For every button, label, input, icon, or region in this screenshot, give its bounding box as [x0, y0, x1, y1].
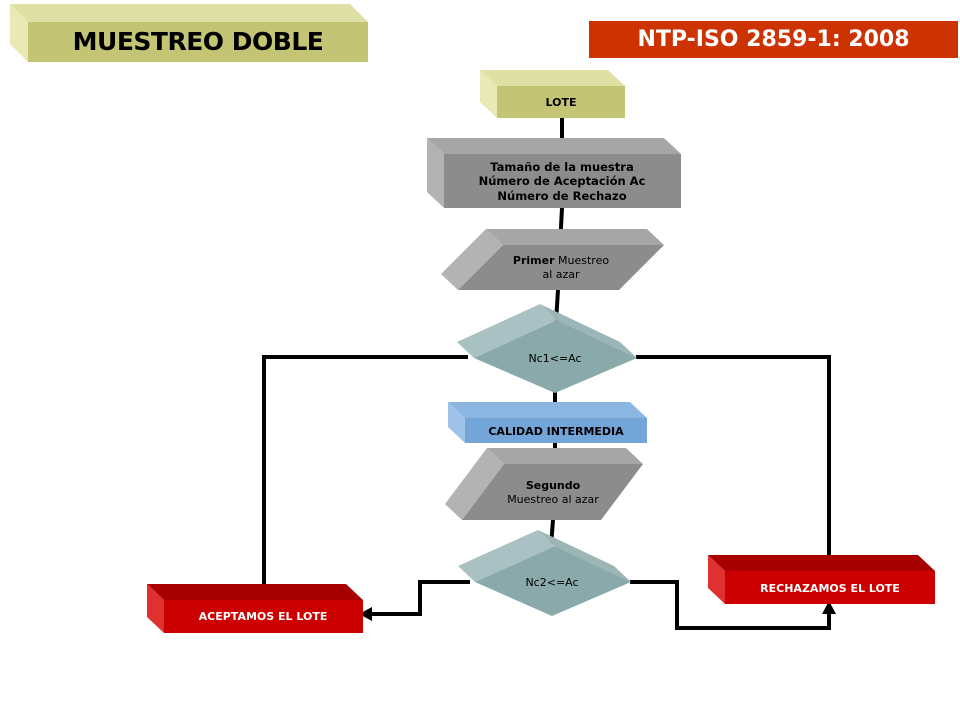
node-reject-lot: RECHAZAMOS EL LOTE	[708, 555, 935, 604]
arrowhead-accept-2	[359, 607, 372, 621]
node-intermediate: CALIDAD INTERMEDIA	[448, 402, 647, 443]
arrowhead-reject-2	[822, 601, 836, 614]
standard-banner: NTP-ISO 2859-1: 2008	[589, 21, 958, 58]
title-bar-shape	[10, 4, 368, 62]
first-sample-line2: al azar	[542, 268, 580, 281]
connector-decision2-reject	[630, 580, 831, 630]
decision-1-label: Nc1<=Ac	[528, 352, 581, 365]
connector-decision1-accept	[262, 355, 468, 588]
node-accept-lot: ACEPTAMOS EL LOTE	[147, 584, 363, 633]
node-second-sample: Segundo Muestreo al azar	[445, 448, 643, 520]
second-sample-line1: Segundo	[526, 479, 581, 492]
first-sample-rest: Muestreo	[555, 254, 610, 267]
page-title: MUESTREO DOBLE	[72, 27, 324, 56]
node-decision-2: Nc2<=Ac	[458, 530, 631, 616]
node-sample-size: Tamaño de la muestra Número de Aceptació…	[427, 138, 681, 208]
first-sample-line1: Primer Muestreo	[513, 254, 609, 267]
accept-lot-label: ACEPTAMOS EL LOTE	[199, 610, 328, 623]
node-first-sample: Primer Muestreo al azar	[441, 229, 664, 290]
sample-size-line1: Tamaño de la muestra	[490, 160, 633, 174]
reject-lot-label: RECHAZAMOS EL LOTE	[760, 582, 900, 595]
first-sample-bold: Primer	[513, 254, 555, 267]
decision-2-label: Nc2<=Ac	[525, 576, 578, 589]
second-sample-line2: Muestreo al azar	[507, 493, 599, 506]
node-lote-label: LOTE	[546, 96, 577, 109]
sample-size-line2: Número de Aceptación Ac	[479, 174, 646, 188]
node-lote: LOTE	[480, 70, 625, 118]
node-decision-1: Nc1<=Ac	[457, 304, 637, 393]
connector-decision1-reject	[636, 355, 831, 562]
intermediate-label: CALIDAD INTERMEDIA	[488, 425, 624, 438]
sample-size-line3: Número de Rechazo	[497, 189, 626, 203]
title-bar	[10, 4, 368, 62]
connector-decision2-accept	[368, 580, 470, 616]
